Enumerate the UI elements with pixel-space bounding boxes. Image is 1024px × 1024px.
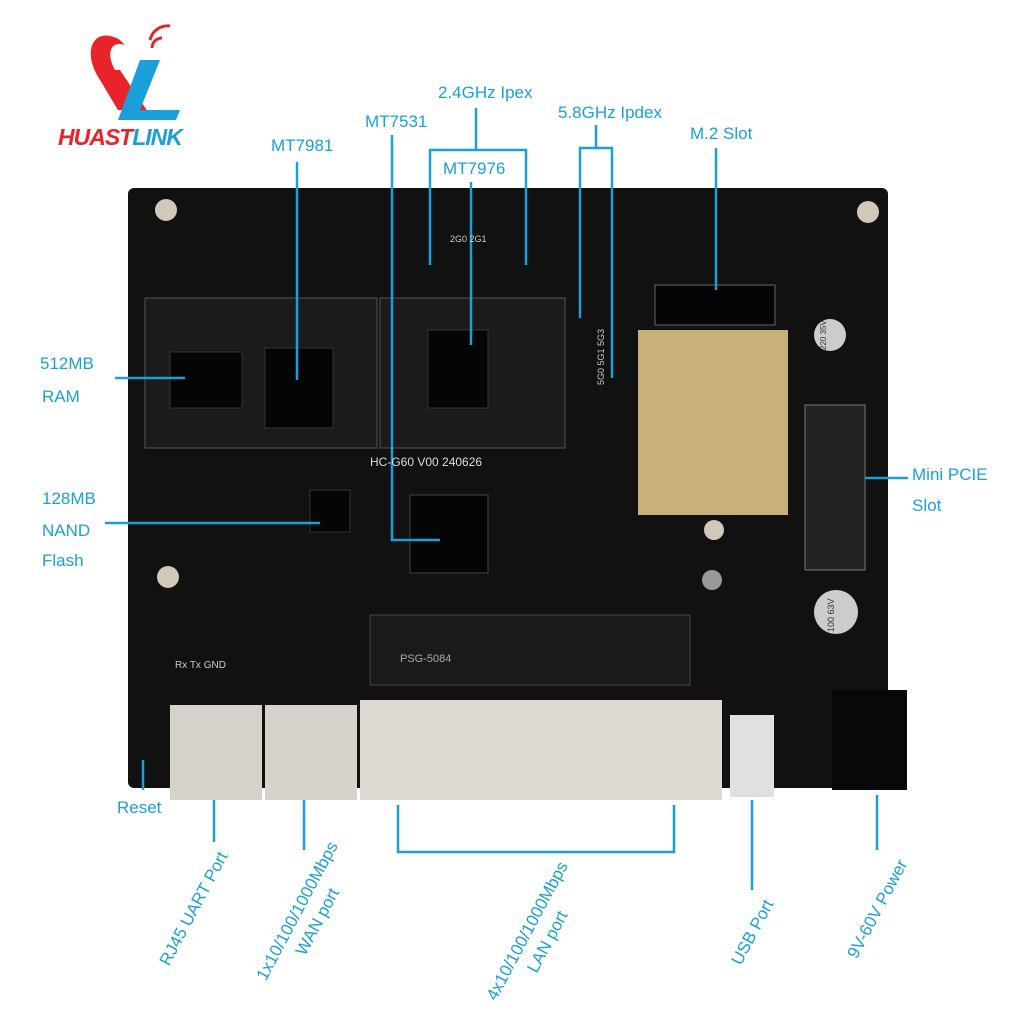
label-mt7976: MT7976 xyxy=(443,159,506,178)
label-mt7981: MT7981 xyxy=(271,136,334,155)
label-m2-slot: M.2 Slot xyxy=(690,124,753,143)
label-ram-1: 512MB xyxy=(40,354,94,373)
label-minipcie-1: Mini PCIE xyxy=(912,465,988,484)
logo-text-part1: HUAST xyxy=(58,124,133,150)
leader-lines xyxy=(105,108,908,890)
label-ipex-24: 2.4GHz Ipex xyxy=(438,83,533,102)
capacitor-100-63v-marking: 100 63V xyxy=(826,598,836,632)
logo-text: HUASTLINK xyxy=(58,124,183,151)
silkscreen-model: HC-G60 V00 240626 xyxy=(370,455,482,469)
logo-mark xyxy=(90,24,180,120)
label-mt7531: MT7531 xyxy=(365,112,428,131)
label-reset: Reset xyxy=(117,798,162,817)
silkscreen-uart: Rx Tx GND xyxy=(175,660,226,671)
capacitor-220-35v-marking: 220 35V xyxy=(819,320,828,350)
silkscreen-5g: 5G0 5G1 5G3 xyxy=(596,329,606,385)
label-ram-2: RAM xyxy=(42,387,80,406)
label-nand-1: 128MB xyxy=(42,489,96,508)
logo-text-part2: LINK xyxy=(132,124,183,150)
label-ipex-58: 5.8GHz Ipdex xyxy=(558,103,662,122)
label-minipcie-2: Slot xyxy=(912,496,942,515)
silkscreen-transformer: PSG-5084 xyxy=(400,653,451,665)
label-nand-2: NAND xyxy=(42,521,91,540)
silkscreen-2g: 2G0 2G1 xyxy=(450,234,487,244)
label-nand-3: Flash xyxy=(42,551,84,570)
